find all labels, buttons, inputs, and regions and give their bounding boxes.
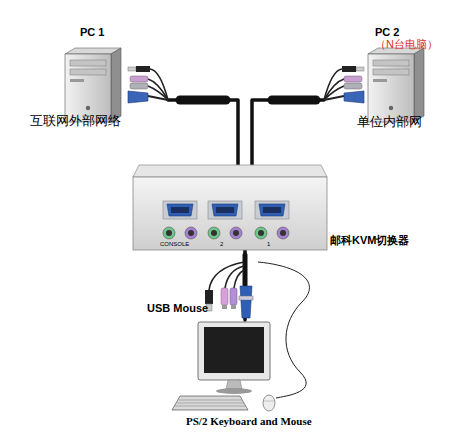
vga-plug <box>239 286 253 318</box>
cable <box>252 100 324 165</box>
pc-plugs <box>324 66 364 103</box>
vga-port <box>163 201 197 219</box>
ps2-port <box>208 227 220 239</box>
vga-port <box>208 201 242 219</box>
pc-plugs <box>128 66 168 103</box>
port-label: CONSOLE <box>160 241 189 247</box>
kvm-switch-drawing <box>133 165 327 250</box>
ps2-port <box>255 227 267 239</box>
console-station: PS/2 Keyboard and Mouse <box>170 320 305 432</box>
mouse <box>263 395 275 411</box>
pc-name: PC 1 <box>80 26 104 38</box>
ps2-port <box>230 227 242 239</box>
vga-port <box>255 201 289 219</box>
ps2-plug <box>221 288 237 309</box>
cable <box>243 250 247 320</box>
kvm-switch: 邮科KVM切换器 <box>133 165 327 250</box>
ps2-port <box>163 227 175 239</box>
pc-name: PC 2 <box>375 26 399 38</box>
console-label: PS/2 Keyboard and Mouse <box>186 415 312 427</box>
network-label: 互联网外部网络 <box>30 114 121 128</box>
pc-node: PC 2（N台电脑） 单位内部网 <box>324 22 464 132</box>
device-name: 邮科KVM切换器 <box>330 234 409 246</box>
port-label: 1 <box>267 241 270 247</box>
pc-count-note: （N台电脑） <box>375 38 438 50</box>
ps2-port <box>185 227 197 239</box>
pc-tower <box>368 48 424 122</box>
port-label: 2 <box>220 241 223 247</box>
pc-node: PC 1 互联网外部网络 <box>28 22 168 132</box>
kvm-switch-body <box>133 165 327 250</box>
ps2-port <box>277 227 289 239</box>
keyboard <box>172 396 248 410</box>
network-label: 单位内部网 <box>357 115 422 129</box>
monitor <box>198 322 270 394</box>
pc-tower <box>65 48 121 122</box>
plug-label: USB Mouse <box>147 303 208 314</box>
cable <box>168 100 238 165</box>
